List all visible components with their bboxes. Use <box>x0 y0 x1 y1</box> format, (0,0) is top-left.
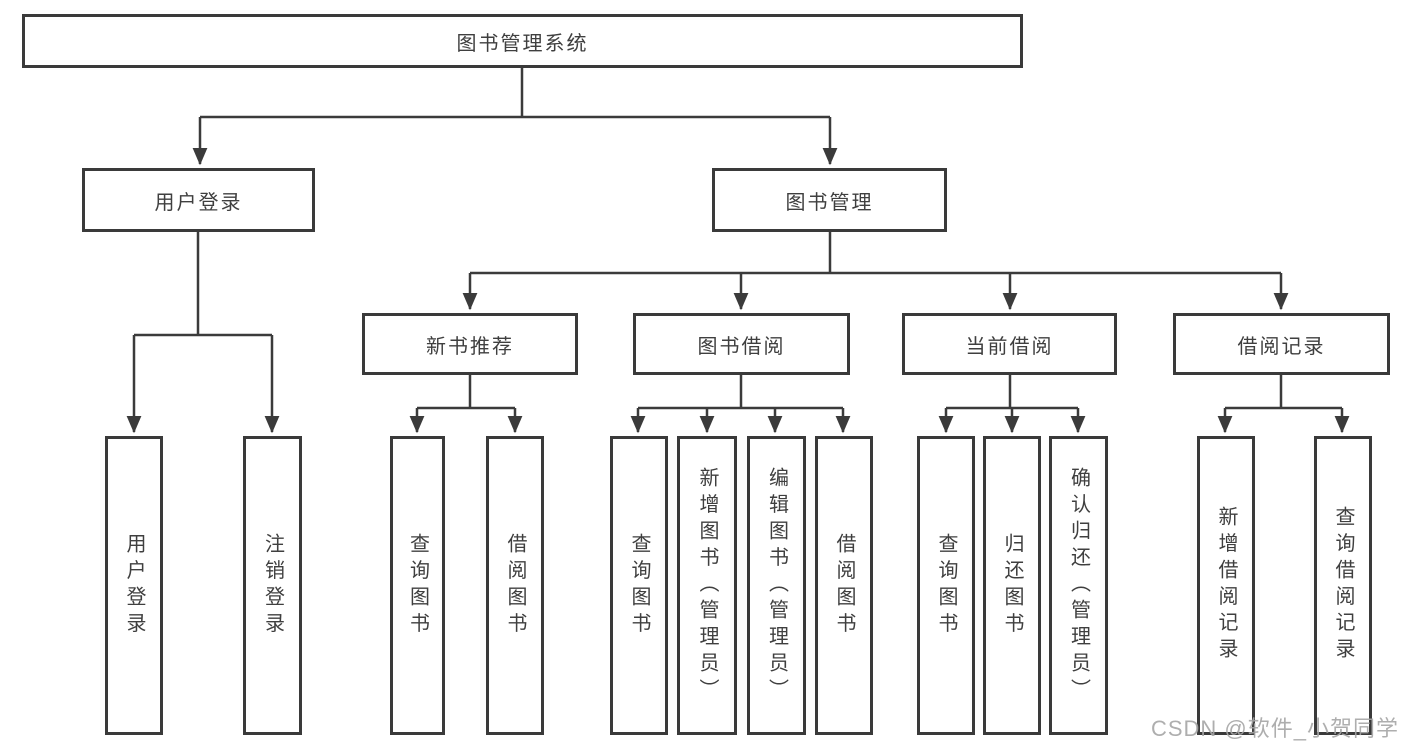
node-book-borrow: 图书借阅 <box>633 313 850 375</box>
leaf-query-books-current: 查询图书 <box>917 436 975 735</box>
node-root-system: 图书管理系统 <box>22 14 1023 68</box>
leaf-query-borrow-record: 查询借阅记录 <box>1314 436 1372 735</box>
node-borrow-records: 借阅记录 <box>1173 313 1390 375</box>
csdn-watermark: CSDN @软件_小贺同学 <box>1150 716 1399 741</box>
leaf-logout: 注销登录 <box>243 436 302 735</box>
leaf-borrow-books-recommend: 借阅图书 <box>486 436 544 735</box>
node-user-login: 用户登录 <box>82 168 315 232</box>
leaf-query-books-borrow: 查询图书 <box>610 436 668 735</box>
leaf-add-book-admin: 新增图书（管理员） <box>677 436 737 735</box>
leaf-query-books-recommend: 查询图书 <box>390 436 445 735</box>
leaf-confirm-return-admin: 确认归还（管理员） <box>1049 436 1108 735</box>
leaf-user-login: 用户登录 <box>105 436 163 735</box>
leaf-edit-book-admin: 编辑图书（管理员） <box>747 436 806 735</box>
node-current-borrow: 当前借阅 <box>902 313 1117 375</box>
node-new-book-recommend: 新书推荐 <box>362 313 578 375</box>
leaf-add-borrow-record: 新增借阅记录 <box>1197 436 1255 735</box>
node-book-management: 图书管理 <box>712 168 947 232</box>
leaf-borrow-books: 借阅图书 <box>815 436 873 735</box>
leaf-return-books: 归还图书 <box>983 436 1041 735</box>
